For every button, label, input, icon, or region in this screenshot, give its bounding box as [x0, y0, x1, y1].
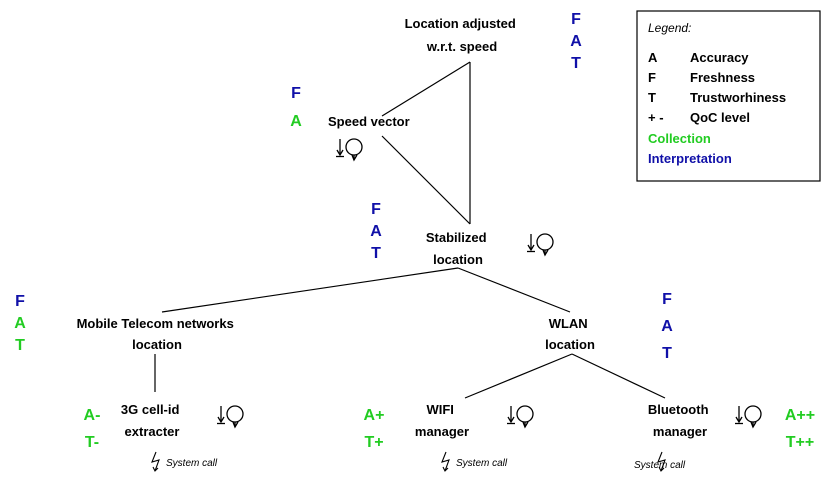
legend-collection: Collection	[648, 131, 711, 146]
node-wlan-location: WLAN location	[545, 316, 595, 352]
legend-title: Legend:	[648, 21, 691, 35]
node-speed-vector: Speed vector	[328, 114, 410, 129]
qoc-marker-stabilized-location: A	[370, 223, 382, 240]
qoc-marker-speed-vector: F	[291, 85, 301, 102]
qoc-marker-cell-id: A-	[84, 407, 101, 424]
cycle-icon	[526, 233, 554, 256]
node-stabilized-location: Stabilized location	[426, 230, 490, 267]
qoc-marker-wlan: F	[662, 291, 672, 308]
qoc-marker-speed-vector: A	[290, 113, 302, 130]
qoc-marker-wlan: T	[662, 345, 672, 362]
cycle-icon	[506, 405, 534, 428]
qoc-marker-location-adjusted: F	[571, 11, 581, 28]
legend: Legend: A Accuracy F Freshness T Trustwo…	[636, 10, 821, 182]
qoc-marker-location-adjusted: A	[570, 33, 582, 50]
node-wifi-manager: WIFI manager	[415, 402, 469, 439]
legend-box	[636, 10, 821, 182]
node-bluetooth-manager: Bluetooth manager	[648, 402, 712, 439]
legend-label: Freshness	[690, 70, 755, 85]
cycle-icon	[216, 405, 244, 428]
legend-symbol: + -	[648, 110, 664, 125]
lightning-icon	[151, 451, 160, 472]
cycle-icon	[335, 138, 363, 161]
legend-label: Accuracy	[690, 50, 749, 65]
legend-label: QoC level	[690, 110, 750, 125]
diagram-edges	[154, 61, 666, 399]
node-location-adjusted: Location adjusted w.r.t. speed	[405, 16, 520, 54]
qoc-marker-stabilized-location: T	[371, 245, 381, 262]
legend-label: Trustworhiness	[690, 90, 786, 105]
qoc-marker-wifi: T+	[364, 434, 383, 451]
qoc-marker-bluetooth: T++	[786, 434, 814, 451]
qoc-marker-mobile-telecom: T	[15, 337, 25, 354]
node-mobile-telecom-location: Mobile Telecom networks location	[77, 316, 238, 352]
cycle-icon	[734, 405, 762, 428]
edge-bluetooth-to-wlan	[571, 353, 666, 399]
system-call-label: System call	[634, 460, 686, 471]
legend-symbol: F	[648, 70, 656, 85]
qoc-marker-cell-id: T-	[85, 434, 99, 451]
edge-mobile-to-stabilized	[161, 267, 459, 313]
edge-wifi-to-wlan	[464, 353, 573, 399]
qoc-marker-stabilized-location: F	[371, 201, 381, 218]
legend-symbol: A	[648, 50, 658, 65]
node-3g-cell-id-extracter: 3G cell-id extracter	[121, 402, 183, 439]
legend-symbol: T	[648, 90, 656, 105]
edge-speed-to-stabilized	[381, 135, 471, 225]
lightning-icon	[441, 451, 450, 472]
legend-interpretation: Interpretation	[648, 151, 732, 166]
qoc-marker-location-adjusted: T	[571, 55, 581, 72]
system-call-label: System call	[456, 458, 508, 469]
edge-wlan-to-stabilized	[457, 267, 571, 313]
system-call-label: System call	[166, 458, 218, 469]
qoc-marker-wifi: A+	[364, 407, 385, 424]
edge-speed-to-adjusted	[381, 61, 471, 117]
qoc-marker-wlan: A	[661, 318, 673, 335]
qoc-marker-mobile-telecom: A	[14, 315, 26, 332]
qoc-marker-bluetooth: A++	[785, 407, 815, 424]
qoc-marker-mobile-telecom: F	[15, 293, 25, 310]
